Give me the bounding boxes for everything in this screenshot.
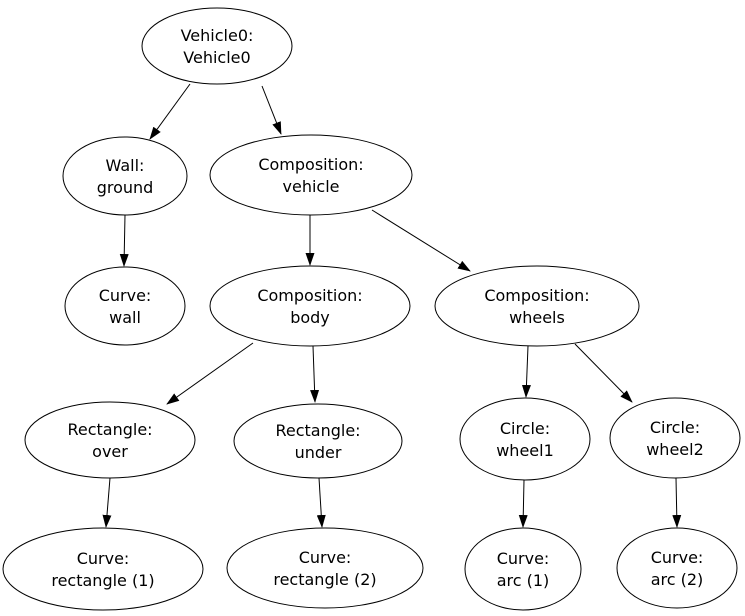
node-ellipse bbox=[609, 397, 741, 479]
node-ellipse bbox=[616, 527, 738, 609]
node-label-line2: rectangle (1) bbox=[51, 571, 154, 590]
node-ellipse bbox=[2, 527, 204, 611]
node-wall-ground: Wall: ground bbox=[62, 136, 188, 216]
edge-rectangle-under-curve-rectangle2 bbox=[316, 477, 326, 528]
edge-composition-wheels-circle-wheel1 bbox=[521, 345, 531, 398]
edge-wall-ground-curve-wall bbox=[119, 214, 129, 267]
edge-composition-body-rectangle-over bbox=[166, 342, 254, 405]
node-ellipse bbox=[24, 401, 196, 479]
edge-circle-wheel1-curve-arc1 bbox=[518, 479, 528, 528]
node-label-line2: rectangle (2) bbox=[273, 570, 376, 589]
node-curve-wall: Curve: wall bbox=[64, 266, 186, 346]
node-ellipse bbox=[459, 397, 591, 481]
node-ellipse bbox=[464, 527, 582, 611]
edge-layer bbox=[102, 83, 682, 528]
node-circle-wheel1: Circle: wheel1 bbox=[459, 397, 591, 481]
node-label-line2: wall bbox=[109, 308, 141, 327]
node-label-line2: arc (1) bbox=[497, 571, 550, 590]
node-label-line2: under bbox=[295, 443, 342, 462]
edge-rectangle-over-curve-rectangle1 bbox=[102, 477, 112, 528]
node-label-line2: arc (2) bbox=[651, 570, 704, 589]
node-vehicle0: Vehicle0: Vehicle0 bbox=[141, 7, 293, 85]
edge-composition-wheels-circle-wheel2 bbox=[574, 343, 633, 403]
node-ellipse bbox=[434, 265, 640, 347]
node-label-line1: Curve: bbox=[77, 549, 130, 568]
node-curve-rectangle2: Curve: rectangle (2) bbox=[226, 527, 424, 609]
node-label-line1: Composition: bbox=[258, 155, 363, 174]
node-label-line1: Curve: bbox=[497, 549, 550, 568]
edge-vehicle0-composition-vehicle bbox=[261, 85, 282, 135]
node-label-line1: Curve: bbox=[99, 286, 152, 305]
node-label-line1: Composition: bbox=[484, 286, 589, 305]
node-label-line1: Circle: bbox=[650, 418, 700, 437]
node-curve-arc1: Curve: arc (1) bbox=[464, 527, 582, 611]
edge-circle-wheel2-curve-arc2 bbox=[672, 477, 682, 528]
node-label-line2: ground bbox=[97, 178, 154, 197]
edge-composition-body-rectangle-under bbox=[310, 345, 320, 403]
node-ellipse bbox=[233, 403, 403, 479]
node-label-line2: Vehicle0 bbox=[183, 48, 250, 67]
node-circle-wheel2: Circle: wheel2 bbox=[609, 397, 741, 479]
node-composition-body: Composition: body bbox=[209, 265, 411, 347]
node-ellipse bbox=[209, 134, 413, 216]
node-rectangle-over: Rectangle: over bbox=[24, 401, 196, 479]
edge-composition-vehicle-composition-wheels bbox=[371, 209, 471, 272]
node-composition-wheels: Composition: wheels bbox=[434, 265, 640, 347]
node-label-line1: Rectangle: bbox=[67, 420, 152, 439]
node-curve-rectangle1: Curve: rectangle (1) bbox=[2, 527, 204, 611]
node-composition-vehicle: Composition: vehicle bbox=[209, 134, 413, 216]
node-ellipse bbox=[209, 265, 411, 347]
node-label-line2: wheel2 bbox=[646, 440, 704, 459]
node-label-line1: Curve: bbox=[651, 548, 704, 567]
edge-vehicle0-wall-ground bbox=[149, 83, 191, 140]
node-label-line2: wheels bbox=[509, 308, 565, 327]
node-label-line1: Circle: bbox=[500, 419, 550, 438]
node-label-line1: Curve: bbox=[299, 548, 352, 567]
node-label-line2: body bbox=[290, 308, 330, 327]
node-label-line2: vehicle bbox=[283, 177, 340, 196]
node-ellipse bbox=[64, 266, 186, 346]
node-rectangle-under: Rectangle: under bbox=[233, 403, 403, 479]
node-label-line1: Composition: bbox=[257, 286, 362, 305]
node-label-line1: Wall: bbox=[106, 156, 145, 175]
node-label-line1: Vehicle0: bbox=[181, 26, 254, 45]
node-ellipse bbox=[62, 136, 188, 216]
node-ellipse bbox=[141, 7, 293, 85]
node-label-line2: over bbox=[92, 442, 128, 461]
node-curve-arc2: Curve: arc (2) bbox=[616, 527, 738, 609]
node-label-line2: wheel1 bbox=[496, 441, 554, 460]
node-label-line1: Rectangle: bbox=[275, 421, 360, 440]
node-ellipse bbox=[226, 527, 424, 609]
